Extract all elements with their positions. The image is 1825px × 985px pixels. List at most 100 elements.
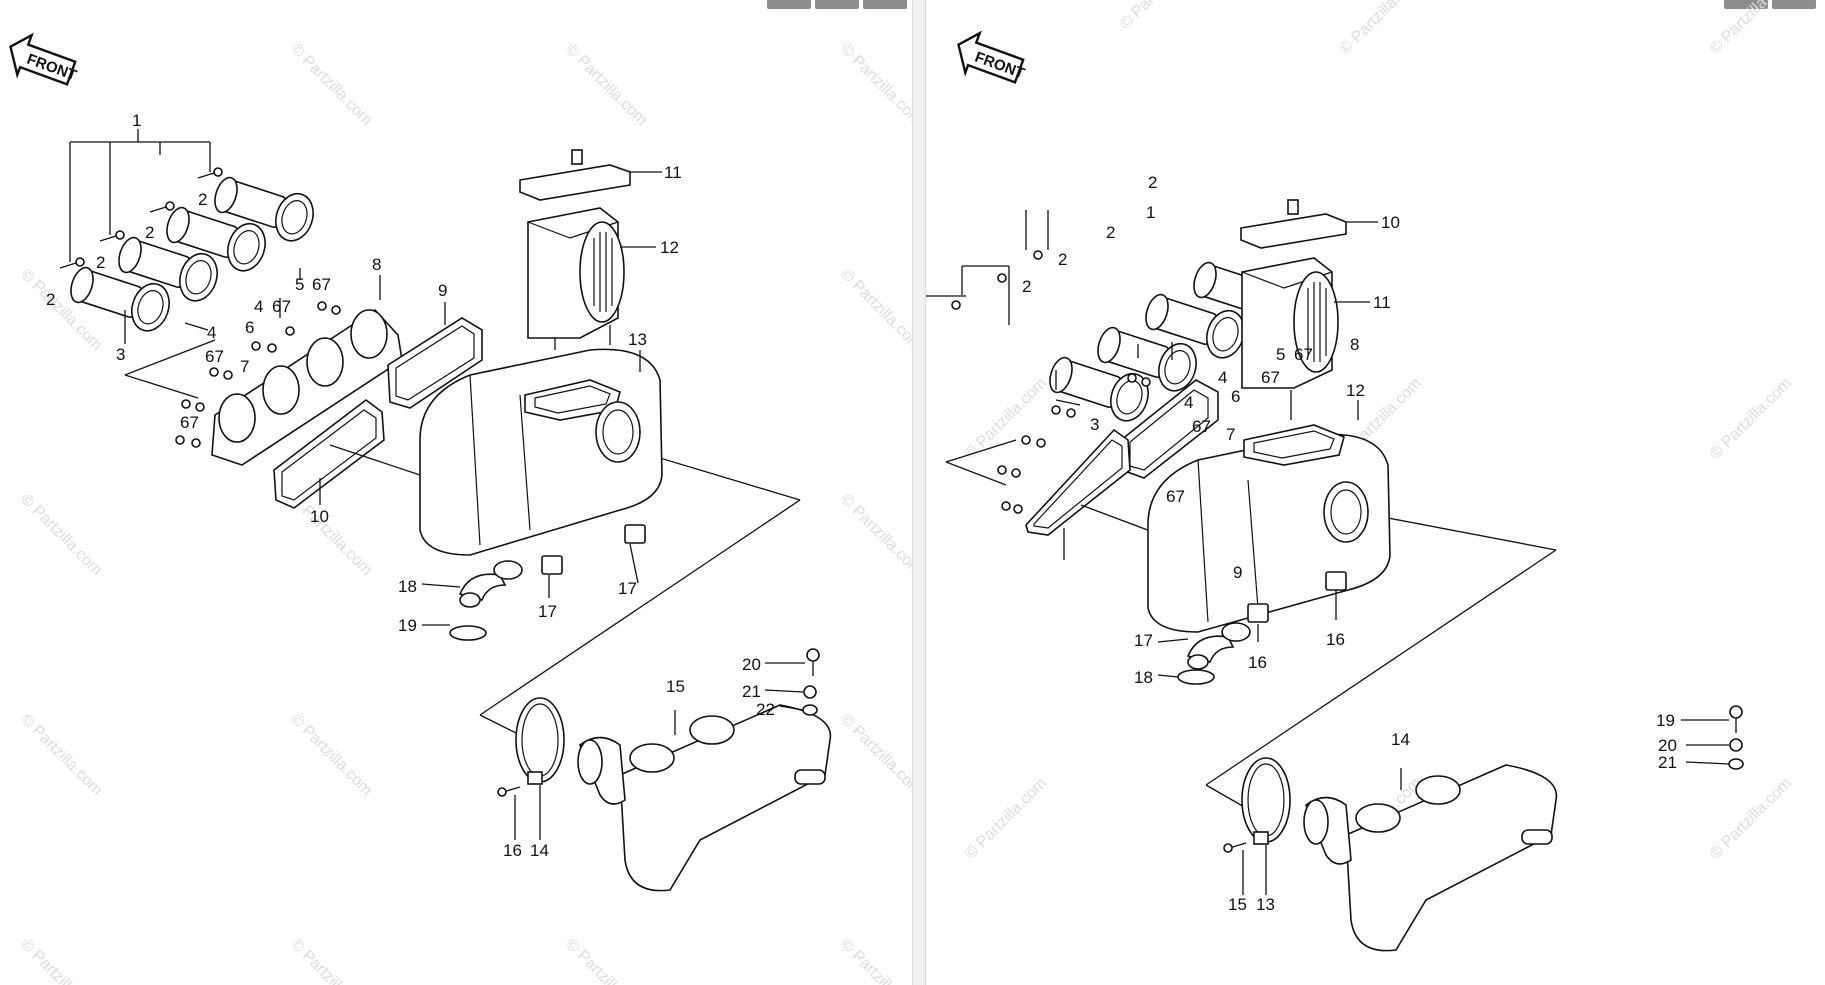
clamp-part-13: [1241, 757, 1291, 845]
callout-6: 6: [245, 318, 254, 337]
watermark: © Partzilla.com: [287, 41, 375, 129]
callout-13: 13: [628, 330, 647, 349]
callout-67: 67: [312, 275, 331, 294]
toolbar-button[interactable]: [863, 0, 907, 9]
cover-part-10: [1240, 199, 1347, 249]
callout-labels: 2 2 2 2 1 3 4 4 5 6 67 67 67 67 7 8 9 10…: [1022, 173, 1677, 914]
callout-8: 8: [372, 255, 381, 274]
callout-4: 4: [254, 297, 263, 316]
callout-4: 4: [1184, 393, 1193, 412]
callout-9: 9: [438, 281, 447, 300]
callout-7: 7: [1226, 425, 1235, 444]
nut-part-20: [1729, 738, 1743, 752]
watermark: © Partzilla.com: [287, 936, 375, 985]
duct-part-14: [1303, 764, 1558, 952]
callout-19: 19: [1656, 711, 1675, 730]
toolbar-button[interactable]: [767, 0, 811, 9]
callout-67: 67: [1261, 368, 1280, 387]
bracket-part-2: [926, 210, 1049, 325]
callout-3: 3: [1090, 415, 1099, 434]
watermark: © Partzilla.com: [1337, 0, 1425, 58]
callout-14: 14: [1391, 730, 1410, 749]
watermark: © Partzilla.com: [562, 41, 650, 129]
watermark: © Partzilla.com: [1707, 375, 1795, 463]
clamp-part-14: [515, 697, 565, 785]
watermark: © Partzilla.com: [17, 491, 105, 579]
parts-diagram-right: © Partzilla.com © Partzilla.com © Partzi…: [926, 0, 1795, 952]
diagram-panel-left[interactable]: © Partzilla.com © Partzilla.com © Partzi…: [0, 0, 912, 985]
o-ring-part-18: [1177, 669, 1215, 685]
carb-holders: [70, 176, 314, 332]
leader-lines: [1055, 221, 1730, 895]
callout-21: 21: [742, 682, 761, 701]
callout-6: 6: [1231, 387, 1240, 406]
toolbar-button[interactable]: [1724, 0, 1768, 9]
toolbar-button[interactable]: [1772, 0, 1816, 9]
nut-part-21: [803, 685, 817, 699]
callout-18: 18: [398, 577, 417, 596]
toolbar-button[interactable]: [815, 0, 859, 9]
callout-3: 3: [116, 345, 125, 364]
washer-part-22: [802, 704, 818, 716]
watermark: © Partzilla.com: [17, 711, 105, 799]
air-box-part-12: [1147, 424, 1391, 633]
callout-1: 1: [132, 111, 141, 130]
callout-16: 16: [503, 841, 522, 860]
callout-2: 2: [96, 253, 105, 272]
callout-21: 21: [1658, 753, 1677, 772]
guide-lines: [124, 310, 801, 736]
callout-10: 10: [310, 507, 329, 526]
callout-67: 67: [1192, 417, 1211, 436]
watermark: © Partzilla.com: [837, 491, 912, 579]
panel-divider: [912, 0, 926, 985]
callout-2: 2: [1022, 277, 1031, 296]
filter-element-part-12: [527, 207, 625, 339]
air-box-part-13: [419, 348, 663, 556]
callout-5: 5: [295, 275, 304, 294]
bolt-part-19: [1729, 705, 1743, 733]
seal-part-9: [387, 317, 483, 409]
diagram-panel-right[interactable]: © Partzilla.com © Partzilla.com © Partzi…: [926, 0, 1825, 985]
callout-2: 2: [46, 290, 55, 309]
callout-67: 67: [1294, 345, 1313, 364]
callout-18: 18: [1134, 668, 1153, 687]
gasket-plate: [211, 308, 403, 466]
callout-16: 16: [1326, 630, 1345, 649]
guide-lines: [945, 390, 1557, 809]
callout-67: 67: [272, 297, 291, 316]
callout-20: 20: [1658, 736, 1677, 755]
watermark: © Partzilla.com: [962, 375, 1050, 463]
callout-2: 2: [198, 190, 207, 209]
callout-12: 12: [1346, 381, 1365, 400]
callout-4: 4: [207, 323, 216, 342]
seal-part-9: [1025, 428, 1131, 536]
cover-part-11: [519, 149, 631, 201]
callout-2: 2: [145, 223, 154, 242]
elbow-part-18: [458, 560, 523, 608]
callout-22: 22: [756, 700, 775, 719]
front-arrow-icon: FRONT: [9, 32, 79, 86]
callout-11: 11: [664, 163, 682, 182]
callout-17: 17: [618, 579, 637, 598]
watermark: © Partzilla.com: [837, 266, 912, 354]
watermark: © Partzilla.com: [837, 41, 912, 129]
screws: [951, 250, 1151, 514]
elbow-part-17: [1186, 622, 1251, 670]
watermark: © Partzilla.com: [837, 936, 912, 985]
callout-7: 7: [240, 357, 249, 376]
callout-10: 10: [1381, 213, 1400, 232]
callout-19: 19: [398, 616, 417, 635]
filter-element-part-11: [1241, 257, 1339, 389]
watermark: © Partzilla.com: [287, 711, 375, 799]
carb-holders: [1049, 261, 1293, 422]
watermark: © Partzilla.com: [837, 711, 912, 799]
callout-67: 67: [180, 413, 199, 432]
callout-67: 67: [1166, 487, 1185, 506]
duct-part-15: [577, 704, 832, 892]
callout-20: 20: [742, 655, 761, 674]
callout-1: 1: [1146, 203, 1155, 222]
callout-2: 2: [1058, 250, 1067, 269]
screws: [59, 167, 341, 448]
cap-part-17: [541, 524, 646, 575]
callout-labels: 1 2 2 2 2 3 4 4 5 6 67 67 67 67 7 8 9 10…: [46, 111, 775, 860]
